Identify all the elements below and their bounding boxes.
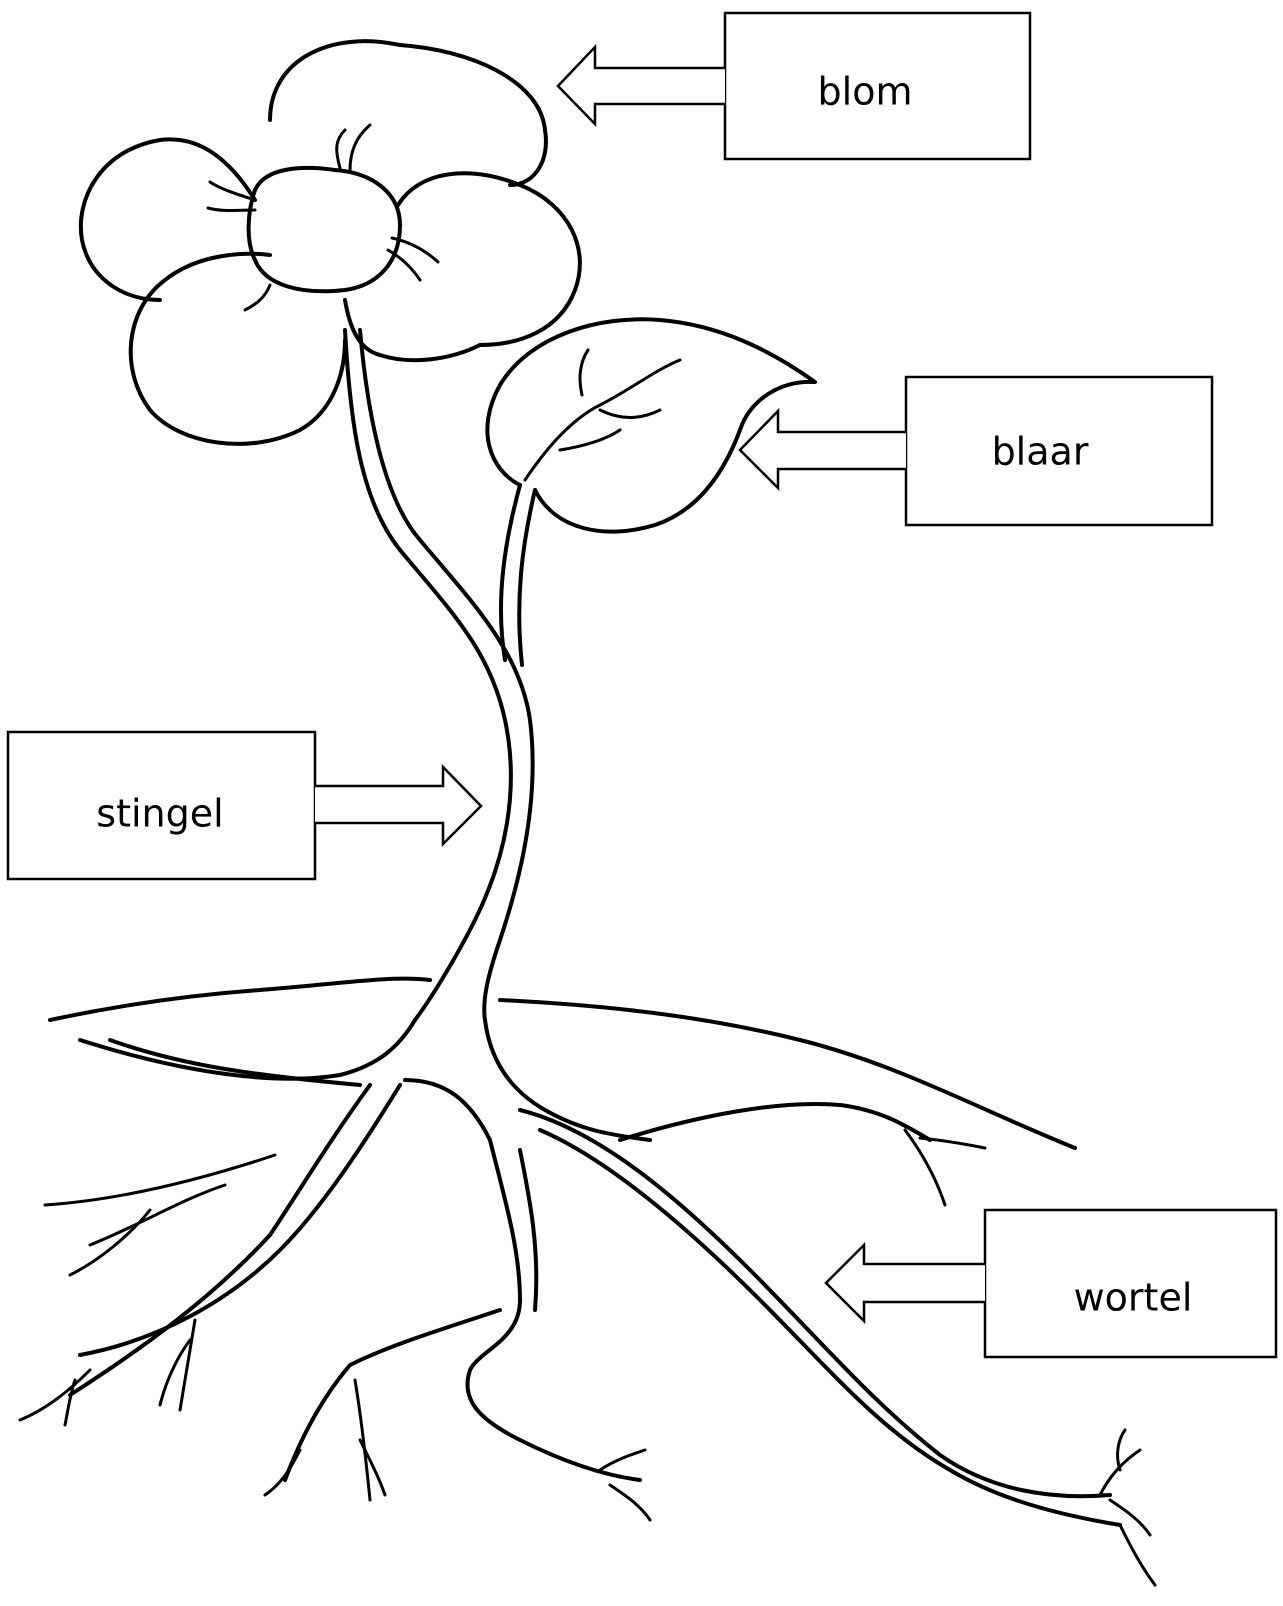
root-middle-left (283, 1308, 502, 1482)
root-left-b (78, 1083, 402, 1357)
root-middle-twig (608, 1483, 652, 1522)
stem-left-edge (343, 328, 513, 1022)
root-left-twig (158, 1338, 192, 1407)
root-right-a (518, 1108, 1112, 1499)
root-inner (403, 1078, 492, 1142)
root-middle-b (518, 1148, 539, 1312)
petal-right (396, 171, 582, 347)
root-right-twig (1118, 1523, 1157, 1587)
root-middle-twig (353, 1378, 372, 1502)
arrow-left-icon (738, 407, 906, 492)
petal-top (268, 39, 548, 187)
petiole-right (517, 488, 537, 667)
label-leaf: blaar (738, 375, 1214, 527)
label-root: wortel (824, 1208, 1278, 1359)
ground-right (498, 998, 1077, 1150)
root-right-twig (1108, 1498, 1152, 1537)
root-trunk-right (483, 1018, 652, 1142)
root-right-upper (618, 1102, 932, 1142)
ground-left (48, 976, 432, 1022)
root-right-twig (903, 1128, 947, 1207)
root-middle-twig (263, 1448, 302, 1497)
leaf-drawing (485, 317, 817, 534)
petal-bottom-right (343, 298, 482, 363)
label-flower: blom (556, 11, 1032, 161)
stamen (390, 236, 440, 264)
petiole-left (498, 483, 522, 662)
stamen (243, 283, 272, 312)
root-trunk-left (78, 1018, 417, 1081)
root-left-twig (88, 1183, 227, 1247)
label-stem: stingel (6, 730, 483, 881)
root-right-twig (1098, 1448, 1142, 1497)
stamen (386, 248, 422, 282)
root-left-twig (68, 1208, 152, 1277)
arrow-left-icon (824, 1241, 985, 1325)
petal-left (78, 137, 257, 302)
root-left-c (68, 1233, 272, 1397)
flower-center (246, 165, 402, 294)
stamen (208, 180, 257, 202)
root-left-twig (18, 1368, 92, 1422)
stamen (348, 123, 372, 172)
leaf-vein (558, 428, 622, 452)
root-middle-a (465, 1138, 642, 1482)
root-middle-twig (598, 1448, 647, 1472)
root-left-twig (178, 1318, 197, 1412)
leaf-vein (578, 348, 590, 397)
label-box-root (983, 1208, 1278, 1359)
label-text-leaf: blaar (992, 430, 1089, 474)
leaf-vein (523, 358, 682, 482)
leaf-outline (485, 317, 817, 534)
flower-drawing (78, 39, 582, 446)
label-text-stem: stingel (96, 792, 223, 836)
label-text-flower: blom (818, 70, 913, 114)
root-right-twig (918, 1136, 987, 1150)
label-box-flower (723, 11, 1032, 161)
ground-lines (48, 976, 1077, 1150)
leaf-vein (598, 408, 662, 419)
root-drawing (18, 1018, 1157, 1587)
petal-bottom-left (128, 251, 347, 446)
stamen (206, 206, 257, 212)
root-left-twig (63, 1378, 77, 1427)
root-upper-left-branch (108, 1038, 362, 1087)
root-left-a (268, 1083, 372, 1237)
root-middle-twig (358, 1438, 387, 1497)
arrow-left-icon (556, 43, 725, 128)
root-left-twig (43, 1153, 277, 1207)
label-box-leaf (904, 375, 1214, 527)
stem-drawing (343, 328, 537, 1022)
label-text-root: wortel (1074, 1276, 1193, 1320)
stamen (335, 128, 347, 170)
root-right-twig (1116, 1428, 1127, 1472)
label-box-stem (6, 730, 317, 881)
root-right-b (538, 1128, 1122, 1527)
arrow-right-icon (315, 763, 483, 848)
stem-right-edge (358, 328, 535, 1022)
